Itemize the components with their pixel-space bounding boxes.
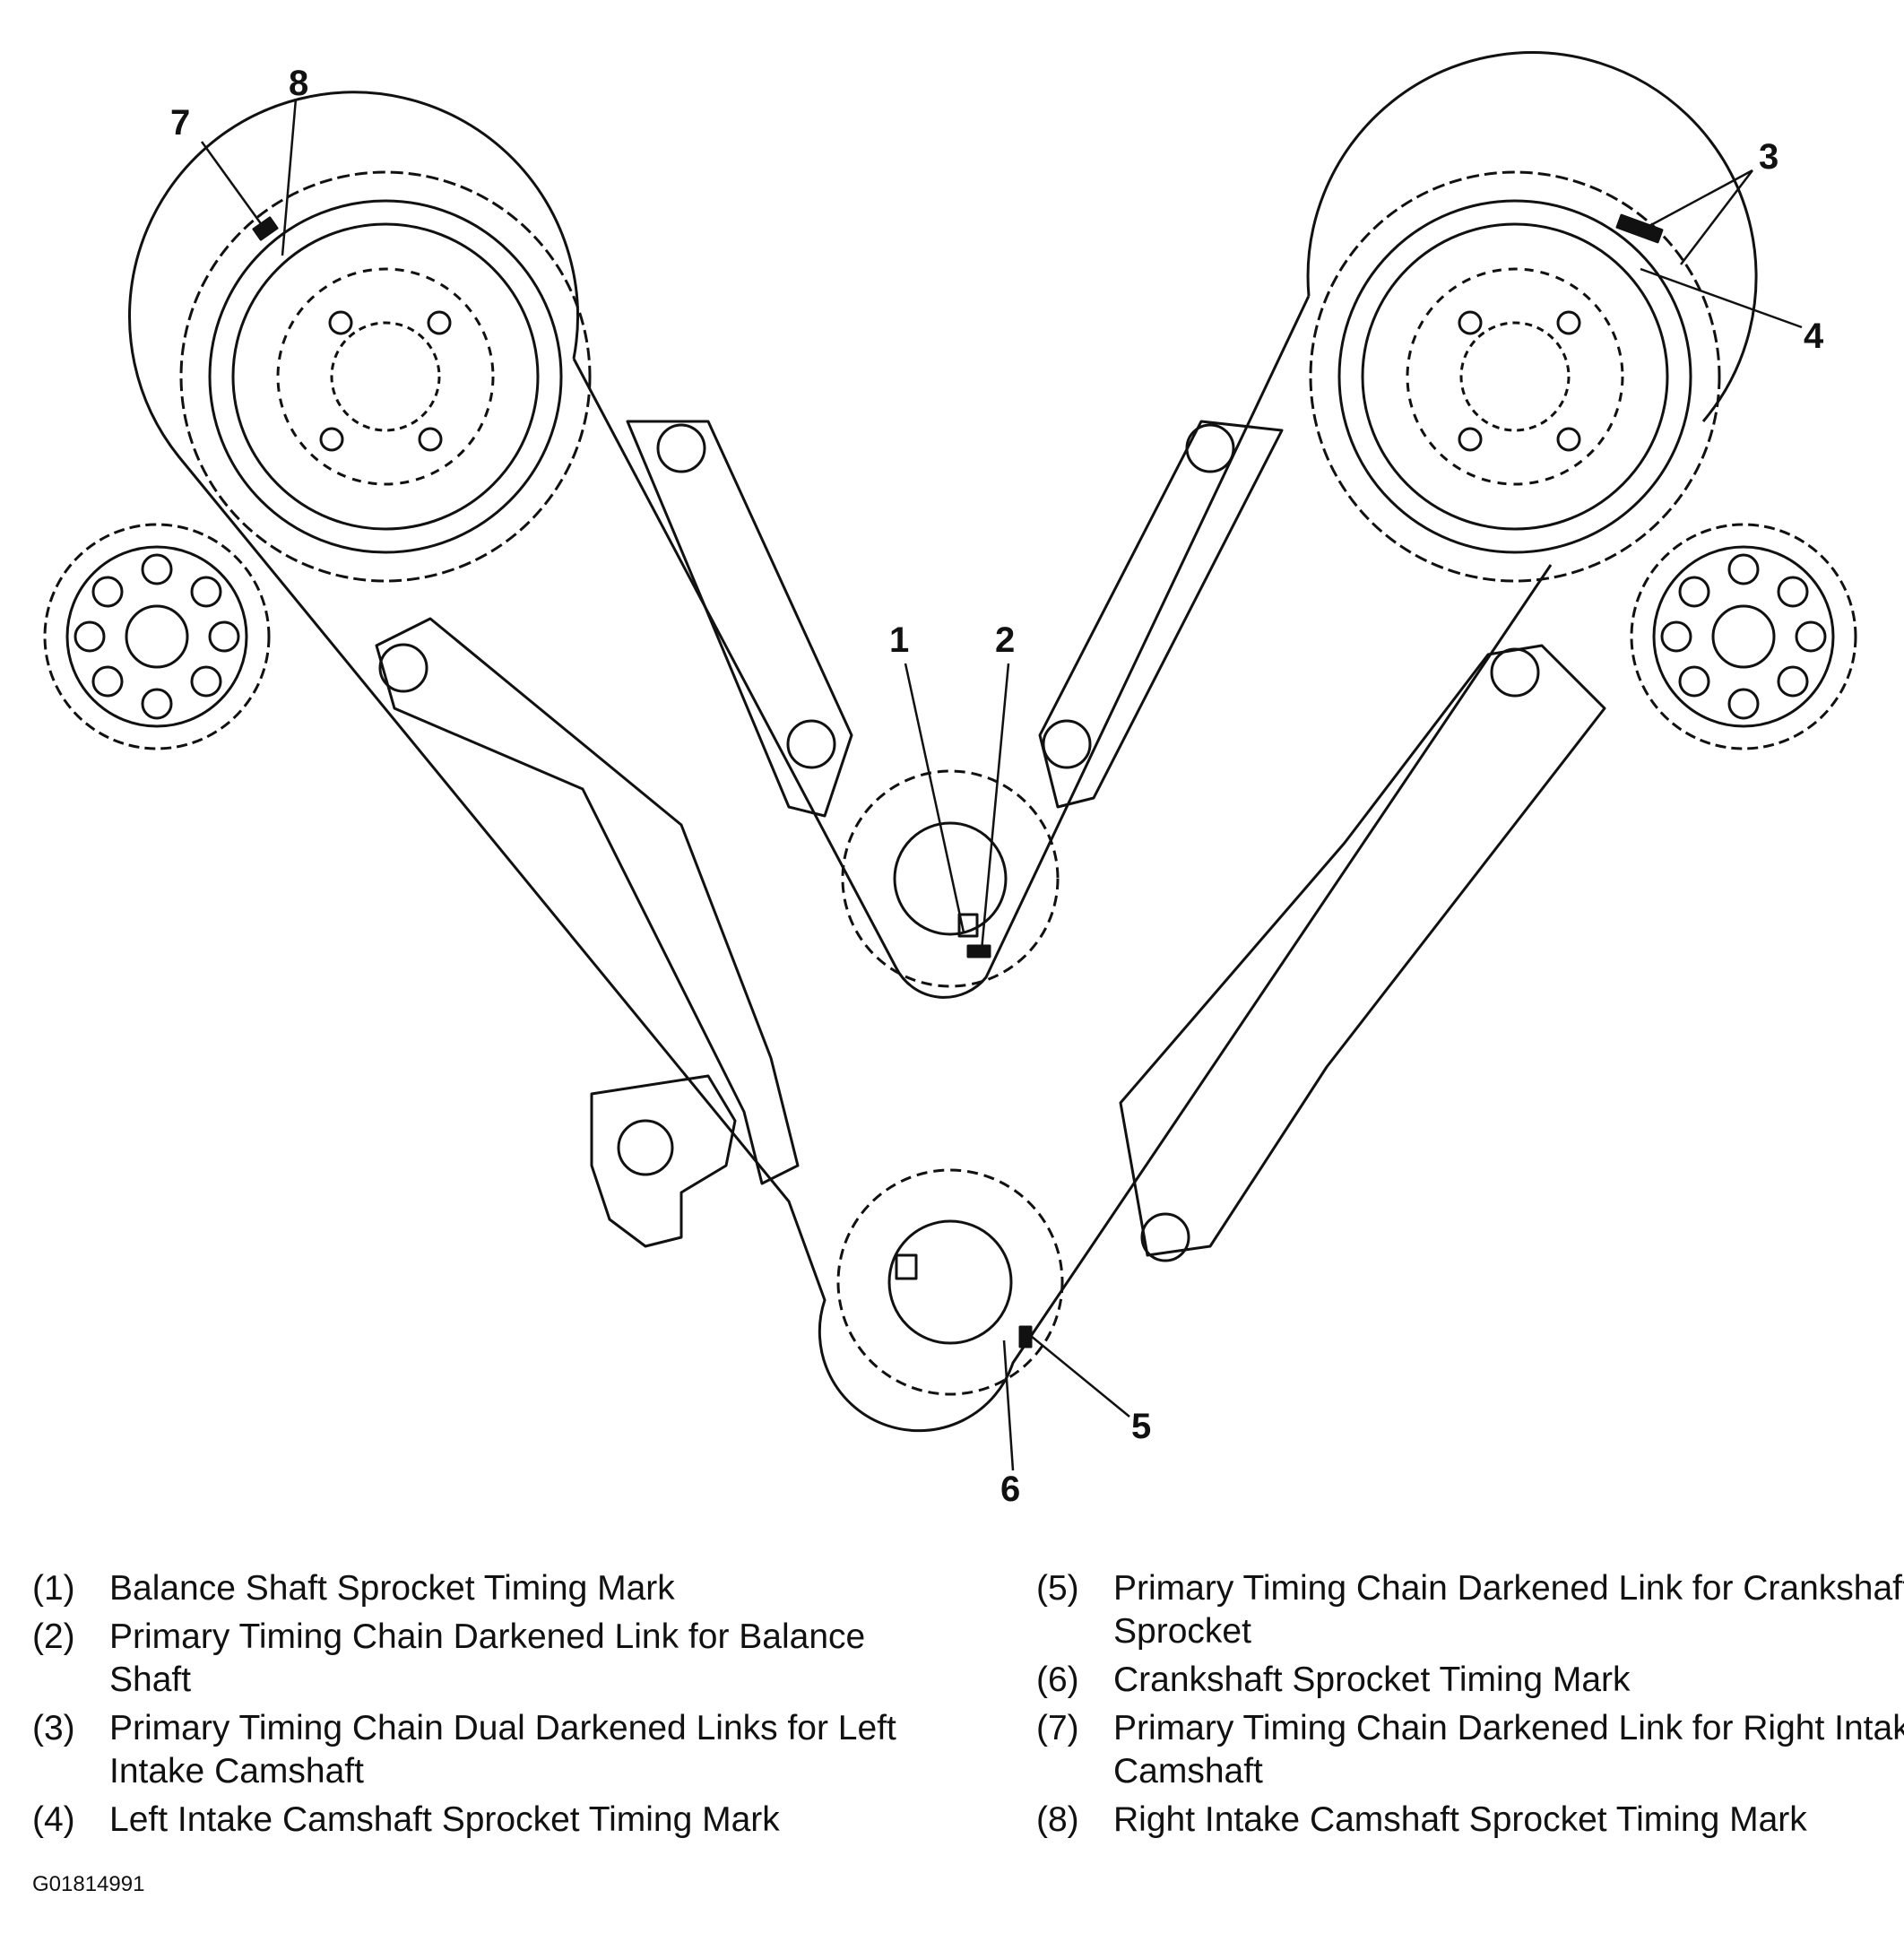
darkened-link-crankshaft: [1018, 1325, 1033, 1348]
timing-chain-diagram: 1 2 3 4 5 6 7 8: [43, 51, 1857, 1509]
figure-id: G01814991: [32, 1872, 145, 1896]
legend-item: (7) Primary Timing Chain Darkened Link f…: [1036, 1707, 1904, 1793]
legend-number: (3): [32, 1709, 75, 1747]
legend-column-right: (5) Primary Timing Chain Darkened Link f…: [1036, 1567, 1904, 1847]
right-side-small-sprocket: [1630, 523, 1857, 750]
legend-item: (8) Right Intake Camshaft Sprocket Timin…: [1036, 1799, 1904, 1842]
callout-3: 3: [1759, 137, 1779, 177]
upper-left-chain-guide: [626, 420, 853, 818]
darkened-links-left-intake: [1615, 213, 1664, 244]
legend-column-left: (1) Balance Shaft Sprocket Timing Mark (…: [32, 1567, 929, 1847]
chain-tensioner: [590, 1074, 737, 1248]
legend-number: (2): [32, 1617, 75, 1656]
callout-8: 8: [289, 64, 308, 103]
darkened-link-right-intake: [252, 216, 279, 241]
legend-number: (8): [1036, 1800, 1079, 1839]
callout-7: 7: [170, 103, 190, 143]
legend: (1) Balance Shaft Sprocket Timing Mark (…: [32, 1567, 1904, 1863]
legend-text: Primary Timing Chain Darkened Link for B…: [109, 1617, 866, 1699]
legend-item: (6) Crankshaft Sprocket Timing Mark: [1036, 1659, 1904, 1702]
legend-item: (5) Primary Timing Chain Darkened Link f…: [1036, 1567, 1904, 1653]
left-side-small-sprocket: [43, 523, 271, 750]
balance-shaft-sprocket: [841, 769, 1060, 988]
legend-item: (2) Primary Timing Chain Darkened Link f…: [32, 1616, 929, 1702]
left-intake-camshaft-sprocket: [1309, 170, 1721, 583]
legend-text: Primary Timing Chain Dual Darkened Links…: [109, 1709, 896, 1791]
leader-lines: [200, 98, 1803, 1471]
primary-timing-chain: [127, 51, 1758, 1433]
legend-number: (1): [32, 1569, 75, 1608]
legend-text: Primary Timing Chain Darkened Link for C…: [1113, 1569, 1904, 1651]
right-intake-camshaft-sprocket: [179, 170, 592, 583]
legend-text: Primary Timing Chain Darkened Link for R…: [1113, 1709, 1904, 1791]
legend-item: (3) Primary Timing Chain Dual Darkened L…: [32, 1707, 929, 1793]
darkened-link-balance-shaft: [966, 944, 991, 958]
legend-item: (4) Left Intake Camshaft Sprocket Timing…: [32, 1799, 929, 1842]
callout-4: 4: [1804, 316, 1824, 356]
legend-number: (4): [32, 1800, 75, 1839]
legend-number: (5): [1036, 1569, 1079, 1608]
callout-2: 2: [995, 620, 1015, 660]
legend-number: (6): [1036, 1661, 1079, 1699]
callout-5: 5: [1131, 1407, 1151, 1446]
callout-1: 1: [889, 620, 909, 660]
legend-text: Left Intake Camshaft Sprocket Timing Mar…: [109, 1800, 780, 1839]
callout-6: 6: [1000, 1470, 1020, 1509]
legend-number: (7): [1036, 1709, 1079, 1747]
legend-text: Right Intake Camshaft Sprocket Timing Ma…: [1113, 1800, 1807, 1839]
legend-item: (1) Balance Shaft Sprocket Timing Mark: [32, 1567, 929, 1610]
left-tensioner-shoe: [375, 617, 800, 1185]
crankshaft-sprocket: [836, 1168, 1064, 1396]
right-chain-guide: [1119, 644, 1606, 1257]
upper-right-chain-guide: [1038, 420, 1284, 809]
legend-text: Crankshaft Sprocket Timing Mark: [1113, 1661, 1631, 1699]
legend-text: Balance Shaft Sprocket Timing Mark: [109, 1569, 675, 1608]
